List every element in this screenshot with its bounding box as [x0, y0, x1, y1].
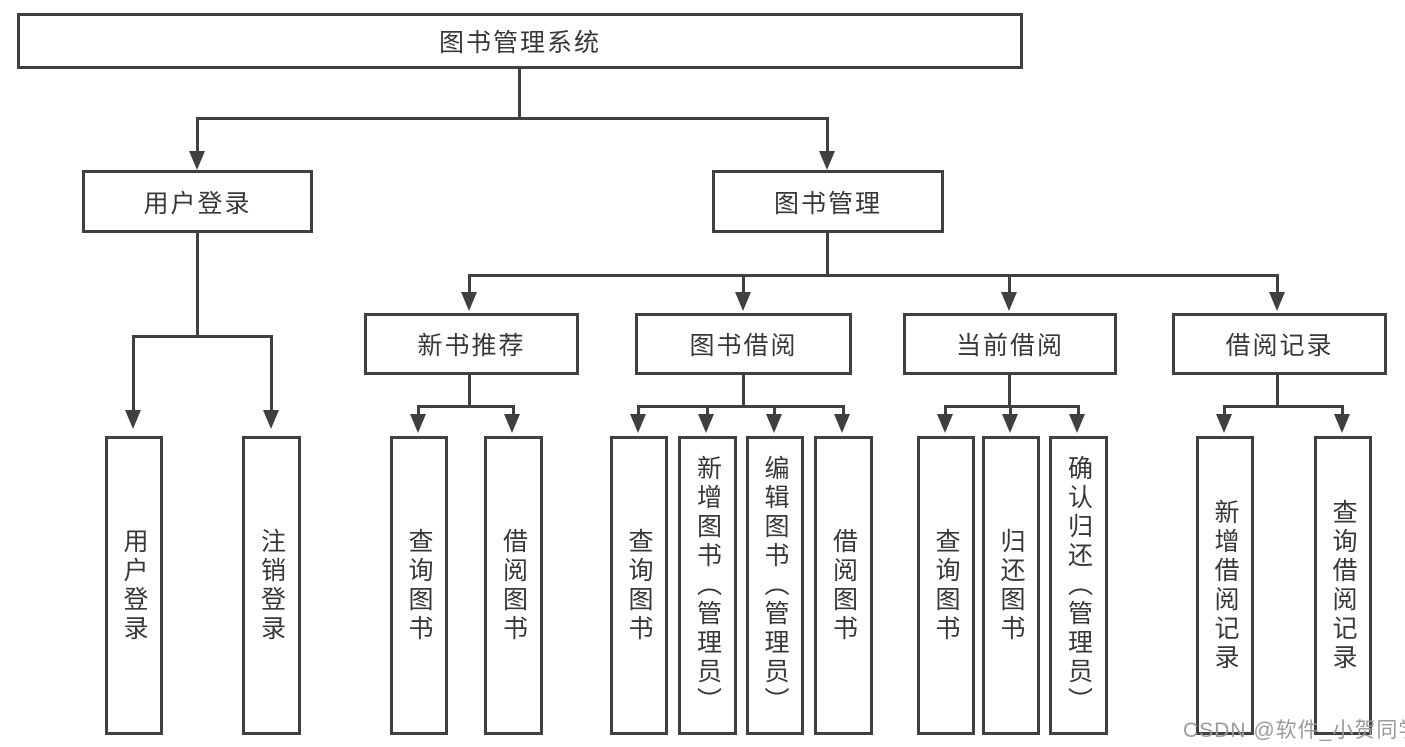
leaf-label: 借阅图书	[829, 527, 858, 644]
connector-userlogin-hline	[132, 335, 272, 338]
leaf-query-books-2: 查询图书	[610, 436, 668, 735]
connector-current-vline	[1008, 375, 1011, 406]
leaf-query-books-3: 查询图书	[917, 436, 975, 735]
arrowhead-to-leaf-borrow-books-1	[504, 414, 520, 433]
arrowhead-to-leaf-query-books-2	[630, 414, 646, 433]
leaf-label: 确认归还（管理员）	[1064, 455, 1093, 716]
connector-bookmgmt-shaft-3	[1008, 274, 1011, 295]
leaf-label: 查询图书	[405, 527, 433, 644]
arrowhead-to-leaf-add-book	[698, 414, 714, 433]
leaf-borrow-books-1: 借阅图书	[484, 436, 543, 735]
leaf-label: 归还图书	[997, 527, 1025, 644]
leaf-user-login: 用户登录	[105, 436, 163, 735]
leaf-label: 用户登录	[120, 527, 148, 644]
connector-records-shaft-1	[1223, 405, 1226, 417]
connector-borrowing-shaft-3	[773, 405, 776, 417]
connector-newbook-shaft-1	[417, 405, 420, 417]
node-new-book-recommendation: 新书推荐	[364, 313, 579, 375]
leaf-label: 新增借阅记录	[1211, 498, 1239, 673]
arrowhead-to-leaf-return-book	[1002, 414, 1018, 433]
arrowhead-to-leaf-query-books-1	[410, 414, 426, 433]
arrowhead-to-leaf-logout	[263, 410, 279, 429]
node-user-login: 用户登录	[82, 170, 313, 233]
connector-current-shaft-2	[1009, 405, 1012, 417]
arrowhead-to-leaf-edit-book	[766, 414, 782, 433]
arrowhead-to-leaf-borrow-books-2	[834, 414, 850, 433]
leaf-return-book: 归还图书	[982, 436, 1040, 735]
connector-root-left-shaft	[196, 117, 199, 154]
node-label: 当前借阅	[955, 332, 1064, 360]
leaf-label: 注销登录	[257, 527, 286, 644]
leaf-label: 查询图书	[625, 527, 653, 644]
connector-bookmgmt-shaft-2	[742, 274, 745, 295]
connector-userlogin-vline	[196, 233, 199, 335]
node-label: 图书管理系统	[438, 29, 601, 57]
arrowhead-to-current-borrowing	[1001, 292, 1017, 311]
connector-borrowing-shaft-1	[637, 405, 640, 417]
leaf-add-borrow-record: 新增借阅记录	[1196, 436, 1254, 735]
node-current-borrowing: 当前借阅	[903, 313, 1117, 375]
connector-current-shaft-1	[944, 405, 947, 417]
connector-borrowing-hline	[637, 405, 845, 408]
csdn-watermark: CSDN @软件_小贺同学	[1183, 719, 1405, 742]
leaf-query-books-1: 查询图书	[390, 436, 448, 735]
arrowhead-to-book-management	[819, 151, 835, 170]
connector-userlogin-shaft-1	[132, 335, 135, 413]
connector-current-shaft-3	[1077, 405, 1080, 417]
arrowhead-to-leaf-query-books-3	[937, 414, 953, 433]
connector-bookmgmt-shaft-1	[468, 274, 471, 295]
connector-bookmgmt-shaft-4	[1276, 274, 1279, 295]
leaf-confirm-return-admin: 确认归还（管理员）	[1049, 436, 1108, 735]
node-label: 用户登录	[143, 189, 252, 218]
leaf-label: 新增图书（管理员）	[693, 455, 722, 716]
connector-borrowing-shaft-4	[842, 405, 845, 417]
arrowhead-to-user-login	[189, 151, 205, 170]
leaf-borrow-books-2: 借阅图书	[814, 436, 873, 735]
connector-bookmgmt-hline	[468, 274, 1279, 277]
connector-records-shaft-2	[1341, 405, 1344, 417]
connector-bookmgmt-vline	[826, 233, 829, 274]
connector-newbook-vline	[468, 375, 471, 406]
connector-records-vline	[1276, 375, 1279, 406]
node-label: 借阅记录	[1225, 332, 1334, 360]
arrowhead-to-borrowing-records	[1269, 292, 1285, 311]
leaf-add-book-admin: 新增图书（管理员）	[678, 436, 737, 735]
arrowhead-to-leaf-query-borrow-record	[1334, 414, 1350, 433]
node-label: 图书借阅	[689, 332, 798, 360]
connector-borrowing-vline	[742, 375, 745, 406]
node-root-library-system: 图书管理系统	[17, 13, 1023, 69]
leaf-label: 编辑图书（管理员）	[761, 455, 789, 716]
arrowhead-to-leaf-add-borrow-record	[1216, 414, 1232, 433]
connector-newbook-shaft-2	[512, 405, 515, 417]
leaf-edit-book-admin: 编辑图书（管理员）	[746, 436, 804, 735]
leaf-label: 查询借阅记录	[1329, 498, 1357, 673]
node-label: 图书管理	[773, 189, 882, 218]
leaf-label: 借阅图书	[499, 527, 528, 644]
arrowhead-to-leaf-confirm-return	[1069, 414, 1085, 433]
connector-newbook-hline	[417, 405, 515, 408]
arrowhead-to-leaf-user-login	[125, 410, 141, 429]
connector-root-right-shaft	[826, 117, 829, 154]
node-book-management: 图书管理	[712, 170, 944, 233]
arrowhead-to-new-book-recommendation	[461, 292, 477, 311]
node-borrowing-records: 借阅记录	[1172, 313, 1387, 375]
connector-root-hline	[196, 117, 829, 120]
node-book-borrowing: 图书借阅	[635, 313, 852, 375]
arrowhead-to-book-borrowing	[735, 292, 751, 311]
connector-userlogin-shaft-2	[270, 335, 273, 413]
leaf-logout: 注销登录	[242, 436, 301, 735]
connector-records-hline	[1223, 405, 1344, 408]
node-label: 新书推荐	[417, 332, 526, 360]
connector-current-hline	[944, 405, 1080, 408]
leaf-label: 查询图书	[932, 527, 960, 644]
leaf-query-borrow-record: 查询借阅记录	[1314, 436, 1372, 735]
connector-root-vline	[518, 69, 521, 117]
connector-borrowing-shaft-2	[706, 405, 709, 417]
